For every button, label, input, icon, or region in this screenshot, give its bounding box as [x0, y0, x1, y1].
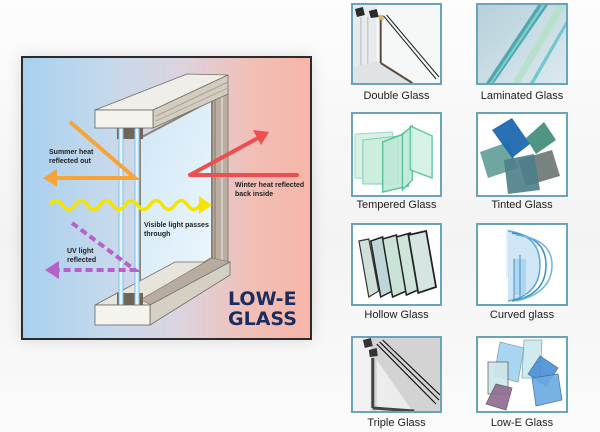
bottom-sill-front [94, 304, 151, 326]
tinted-glass-image [478, 114, 566, 195]
low-e-glass-image [478, 338, 566, 411]
product-label[interactable]: Hollow Glass [364, 309, 429, 321]
diagram-title-line2: GLASS [228, 308, 297, 330]
thumbnail-triple-glass[interactable] [351, 336, 442, 413]
visible-light-label-line2: through [144, 231, 170, 238]
curved-glass-image [478, 225, 566, 304]
thumbnail-laminated-glass[interactable] [476, 3, 568, 85]
top-sill-front [94, 109, 154, 129]
inner-glass-pane [134, 127, 140, 307]
summer-heat-arrowhead [43, 169, 57, 187]
window-frame-post [210, 91, 229, 267]
winter-heat-arrowhead [253, 130, 269, 145]
uv-light-arrow [57, 221, 142, 272]
thumbnail-hollow-glass[interactable] [351, 223, 442, 306]
product-label[interactable]: Tinted Glass [491, 199, 553, 211]
thumbnail-tinted-glass[interactable] [476, 112, 568, 197]
summer-heat-arrow [54, 120, 141, 180]
tempered-glass-image [353, 114, 440, 195]
product-label[interactable]: Tempered Glass [356, 199, 437, 211]
summer-heat-label-line1: Summer heat [49, 149, 94, 156]
winter-heat-label-line1: Winter heat reflected [235, 182, 304, 189]
laminated-glass-image [478, 5, 566, 83]
product-label[interactable]: Triple Glass [367, 417, 426, 429]
product-label[interactable]: Double Glass [363, 90, 430, 102]
low-e-glass-diagram: Summer heat reflected out Winter heat re… [21, 56, 312, 340]
thumbnail-tempered-glass[interactable] [351, 112, 442, 197]
winter-heat-label-line2: back inside [235, 191, 273, 198]
hollow-glass-image [353, 225, 440, 304]
window-illustration: Summer heat reflected out Winter heat re… [43, 73, 304, 330]
uv-light-arrowhead [45, 261, 59, 279]
product-label[interactable]: Laminated Glass [480, 90, 564, 102]
diagram-title-line1: LOW-E [228, 288, 297, 310]
visible-light-label-line1: Visible light passes [144, 222, 209, 229]
uv-light-label-line1: UV light [67, 248, 94, 255]
thumbnail-double-glass[interactable] [351, 3, 442, 85]
product-label[interactable]: Low-E Glass [490, 417, 554, 429]
uv-light-label-line2: reflected [67, 257, 96, 264]
thumbnail-low-e-glass[interactable] [476, 336, 568, 413]
visible-light-wave [48, 198, 202, 212]
visible-light-arrowhead [199, 196, 212, 214]
double-glass-image [353, 5, 440, 83]
product-label[interactable]: Curved glass [489, 309, 555, 321]
outer-glass-pane [118, 127, 124, 307]
triple-glass-image [353, 338, 440, 411]
winter-heat-reflect-line [189, 136, 259, 177]
thumbnail-curved-glass[interactable] [476, 223, 568, 306]
summer-heat-label-line2: reflected out [49, 158, 92, 165]
